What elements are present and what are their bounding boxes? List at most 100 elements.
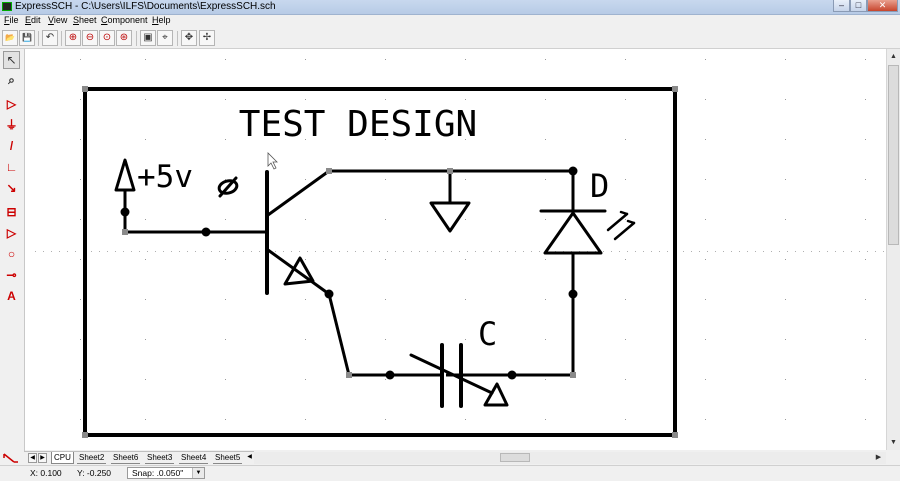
diode-label: D (590, 167, 609, 205)
menu-help[interactable]: Help (152, 15, 171, 25)
undo-button[interactable]: ↶ (42, 30, 58, 46)
minimize-button[interactable]: – (833, 0, 850, 12)
diagonal-wire-tool-icon: ↘ (6, 181, 17, 195)
grid-dot (275, 251, 276, 252)
tab-sheet4[interactable]: Sheet4 (179, 453, 209, 464)
connector-tool[interactable]: ▷ (3, 95, 20, 113)
select-tool[interactable]: ↖ (3, 51, 20, 69)
grid-dot (99, 251, 100, 252)
zoom-in-button[interactable]: ⊕ (65, 30, 81, 46)
tab-sheet2[interactable]: Sheet2 (77, 453, 107, 464)
grid-dot (625, 99, 626, 100)
zoom-tool[interactable]: ⌕ (3, 71, 20, 89)
wire-grip[interactable] (570, 372, 576, 378)
move-button[interactable]: ✥ (181, 30, 197, 46)
bend-wire-tool-icon: ∟ (5, 160, 18, 174)
grid-dot (145, 139, 146, 140)
ground-tool[interactable]: ⏚ (3, 116, 20, 134)
tab-scroll-left[interactable]: ◀ (247, 454, 252, 460)
chevron-down-icon[interactable]: ▼ (192, 468, 204, 478)
corner-grip[interactable] (82, 432, 88, 438)
menu-component[interactable]: Component (101, 15, 148, 25)
grid-dot (385, 59, 386, 60)
scroll-up-arrow[interactable]: ▲ (890, 53, 897, 60)
line-end-tool[interactable]: ⊸ (3, 266, 20, 284)
tab-cpu[interactable]: CPU (51, 452, 74, 464)
schematic-canvas[interactable]: TEST DESIGN +5v D C (25, 49, 886, 450)
vertical-scroll-thumb[interactable] (888, 65, 899, 245)
zoom-area-button[interactable]: ⊛ (116, 30, 132, 46)
bend-wire-tool[interactable]: ∟ (3, 158, 20, 176)
menu-sheet[interactable]: Sheet (73, 15, 97, 25)
diagonal-wire-tool[interactable]: ↘ (3, 179, 20, 197)
scroll-down-arrow[interactable]: ▼ (890, 439, 897, 446)
menu-file[interactable]: File (4, 15, 19, 25)
grid-dot (827, 251, 828, 252)
component-tool[interactable]: ⊟ (3, 203, 20, 221)
menu-edit[interactable]: Edit (25, 15, 41, 25)
grid-dot (305, 219, 306, 220)
zoom-fit-button[interactable]: ⊙ (99, 30, 115, 46)
grid-dot (235, 251, 236, 252)
grid-dot (80, 259, 81, 260)
save-button[interactable]: 💾 (19, 30, 35, 46)
tab-sheet5[interactable]: Sheet5 (213, 453, 243, 464)
grid-dot (305, 99, 306, 100)
grid-dot (371, 251, 372, 252)
power-pin-slash (218, 176, 238, 198)
grid-dot (80, 419, 81, 420)
menu-view[interactable]: View (48, 15, 68, 25)
pan-button[interactable]: ✢ (199, 30, 215, 46)
corner-grip[interactable] (672, 86, 678, 92)
grid-dot (385, 339, 386, 340)
grid-dot (443, 251, 444, 252)
properties-button[interactable]: ⌖ (157, 30, 173, 46)
tab-next-button[interactable]: ▶ (38, 453, 47, 463)
grid-dot (779, 251, 780, 252)
transistor-collector (266, 169, 331, 217)
corner-grip[interactable] (672, 432, 678, 438)
component-tool-icon: ⊟ (6, 205, 17, 219)
grid-dot (385, 419, 386, 420)
grid-dot (707, 251, 708, 252)
open-button[interactable]: 📂 (2, 30, 18, 46)
power-symbol (114, 158, 136, 192)
horizontal-scrollbar[interactable]: ▶ (254, 452, 886, 464)
maximize-button[interactable]: □ (850, 0, 867, 12)
tab-sheet6[interactable]: Sheet6 (111, 453, 141, 464)
grid-dot (145, 179, 146, 180)
grid-dot (865, 259, 866, 260)
tab-sheet3[interactable]: Sheet3 (145, 453, 175, 464)
wire-grip[interactable] (346, 372, 352, 378)
text-tool-icon: A (7, 289, 16, 303)
close-button[interactable]: ✕ (867, 0, 898, 12)
horizontal-scroll-thumb[interactable] (500, 453, 530, 462)
grid-dot (515, 251, 516, 252)
corner-tool[interactable] (0, 451, 24, 465)
wire-grip[interactable] (447, 168, 453, 174)
grid-dot (305, 179, 306, 180)
junctions (120, 166, 578, 380)
scroll-right-arrow[interactable]: ▶ (875, 454, 882, 461)
zoom-out-button[interactable]: ⊖ (82, 30, 98, 46)
tab-prev-button[interactable]: ◀ (28, 453, 37, 463)
page-setup-button[interactable]: ▣ (140, 30, 156, 46)
triangle-tool[interactable]: ▷ (3, 224, 20, 242)
zoom-area-icon: ⊛ (119, 32, 129, 43)
grid-dot (51, 251, 52, 252)
grid-dot (691, 251, 692, 252)
pan-icon: ✢ (202, 32, 212, 43)
capacitor-triangle (483, 382, 509, 407)
corner-grip[interactable] (82, 86, 88, 92)
circle-tool[interactable]: ○ (3, 245, 20, 263)
grid-dot (59, 251, 60, 252)
grid-dot (811, 251, 812, 252)
vertical-scrollbar[interactable]: ▲ ▼ (886, 49, 900, 450)
text-tool[interactable]: A (3, 287, 20, 305)
wire-tool[interactable]: / (3, 137, 20, 155)
snap-select[interactable]: Snap: .0.050" ▼ (127, 467, 205, 479)
wire-grip[interactable] (122, 229, 128, 235)
wire-grip[interactable] (326, 168, 332, 174)
grid-dot (611, 251, 612, 252)
grid-dot (795, 251, 796, 252)
